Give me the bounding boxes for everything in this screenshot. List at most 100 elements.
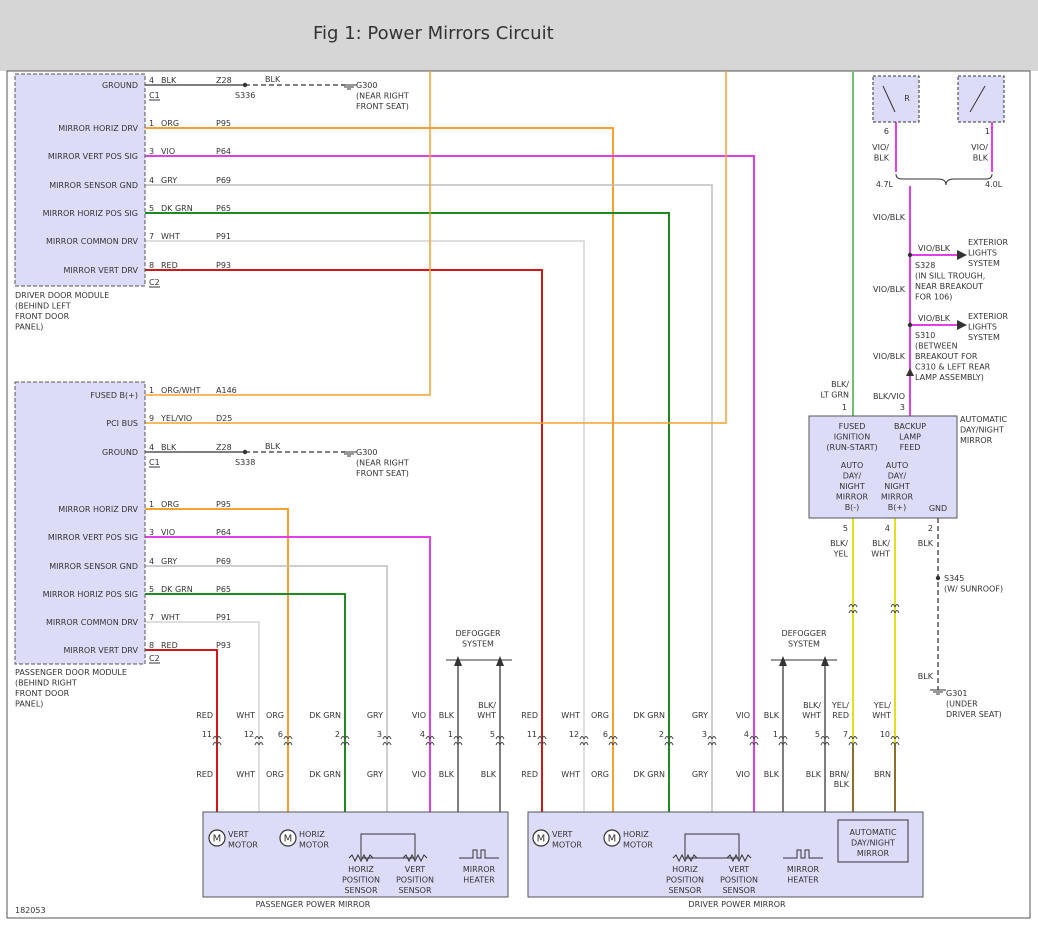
driver-horiz-pos-wire [145,212,670,858]
automatic-day-night-mirror [808,415,958,519]
connector-top-color: ORG [266,711,284,720]
pass-common-drv-wire [145,621,260,872]
circuit-id: A146 [216,386,237,395]
pin-name: MIRROR COMMON DRV [46,618,139,627]
connector-top-color: YEL/ [873,701,891,710]
splice-s328 [907,252,913,258]
wire-color: BLK [161,443,177,452]
arrow-icon [821,656,829,666]
wire-color: RED [161,261,178,270]
connector-pin: 2 [335,730,340,739]
connector-symbol [848,742,858,746]
circuit-id: P91 [216,232,231,241]
connector-symbol [890,742,900,746]
pin-name: MIRROR SENSOR GND [49,181,138,190]
splice-s338 [242,449,248,455]
connector-symbol [778,742,788,746]
arrow-icon [957,250,967,260]
passenger-door-module [14,381,146,665]
wire-color: VIO/ [971,143,988,152]
motor-label: MOTOR [552,841,582,850]
wire-color: BLK [918,539,934,548]
pin-number: 5 [149,585,154,594]
connector-symbol [425,736,435,740]
connector-bottom-color: BLK [764,770,780,779]
connector-pin: 6 [278,730,283,739]
connector-top-color: GRY [367,711,383,720]
figure-id: 182053 [15,906,46,915]
pci-bus-wire [145,71,727,424]
connector-pin: 4 [420,730,425,739]
arrow-icon [454,656,462,666]
connector-pin: 11 [527,730,537,739]
vert-sensor-label: POSITION [396,876,434,885]
connector-top-color: WHT [872,711,891,720]
wire-color: VIO/BLK [873,285,906,294]
auto-dim-label: AUTOMATIC [849,828,897,837]
connector-top-color: VIO [736,711,750,720]
pin-number: 1 [842,403,847,412]
engine-option: 4.7L [876,180,894,189]
passenger-module-label: PANEL) [15,700,43,709]
connector-symbol [749,736,759,740]
horiz-sensor-label: SENSOR [344,886,377,895]
auto-dim-label: DAY/NIGHT [851,839,895,848]
fused-b-wire [145,71,431,396]
circuit-id: P64 [216,528,231,537]
wire-color: GRY [161,176,177,185]
bminus-label: AUTO [841,461,864,470]
heater-label: MIRROR [463,865,496,874]
wire-color: VIO/BLK [873,352,906,361]
connector-top-color: GRY [692,711,708,720]
connector-top-color: DK GRN [309,711,341,720]
pin-number: 1 [149,500,154,509]
pin-number: 4 [885,524,890,533]
connector-label: C2 [149,654,160,663]
splice-label: S310 [915,331,935,340]
backup-lamp-label: BACKUP [894,422,926,431]
circuit-id: D25 [216,414,232,423]
pin-number: 5 [843,524,848,533]
pin-name: MIRROR VERT DRV [64,646,139,655]
circuit-id: P64 [216,147,231,156]
exterior-lights-label: LIGHTS [968,249,997,258]
connector-symbol [254,736,264,740]
connector-top-color: RED [196,711,213,720]
wire-color: WHT [161,232,180,241]
pin-name: FUSED B(+) [90,391,138,400]
backup-lamp-label: LAMP [899,433,921,442]
connector-symbol [749,742,759,746]
motor-symbol: M [284,834,293,845]
wire-color: WHT [161,613,180,622]
passenger-power-mirror [202,811,509,898]
horiz-sensor-label: POSITION [666,876,704,885]
connector-symbol [382,736,392,740]
connector-symbol [707,736,717,740]
connector-bottom-color: BRN/ [829,770,849,779]
wire-color: BLK [973,154,989,163]
connector-symbol [382,742,392,746]
wire-color: VIO/BLK [918,314,951,323]
wires-layer [145,71,993,872]
driver-module-label: FRONT DOOR [15,312,70,321]
connector-bottom-color: RED [196,770,213,779]
pin-number: 6 [884,127,889,136]
fused-ignition-label: IGNITION [834,433,870,442]
fused-ignition-label: (RUN-START) [826,443,877,452]
pin-number: 3 [149,528,154,537]
arrow-icon [496,656,504,666]
connector-bottom-color: WHT [236,770,255,779]
wire-color: VIO [161,528,175,537]
exterior-lights-label: SYSTEM [968,333,1000,342]
wire-color: VIO/ [872,143,889,152]
pass-horiz-pos-wire [145,593,346,862]
driver-vert-drv-wire [145,269,543,832]
engine-option: 4.0L [985,180,1003,189]
exterior-lights-label: EXTERIOR [968,238,1009,247]
wire-color: VIO [161,147,175,156]
connector-symbol [212,742,222,746]
connector-pin: 12 [244,730,254,739]
motor-label: MOTOR [623,841,653,850]
circuit-id: P65 [216,585,231,594]
splice-s336 [242,82,248,88]
